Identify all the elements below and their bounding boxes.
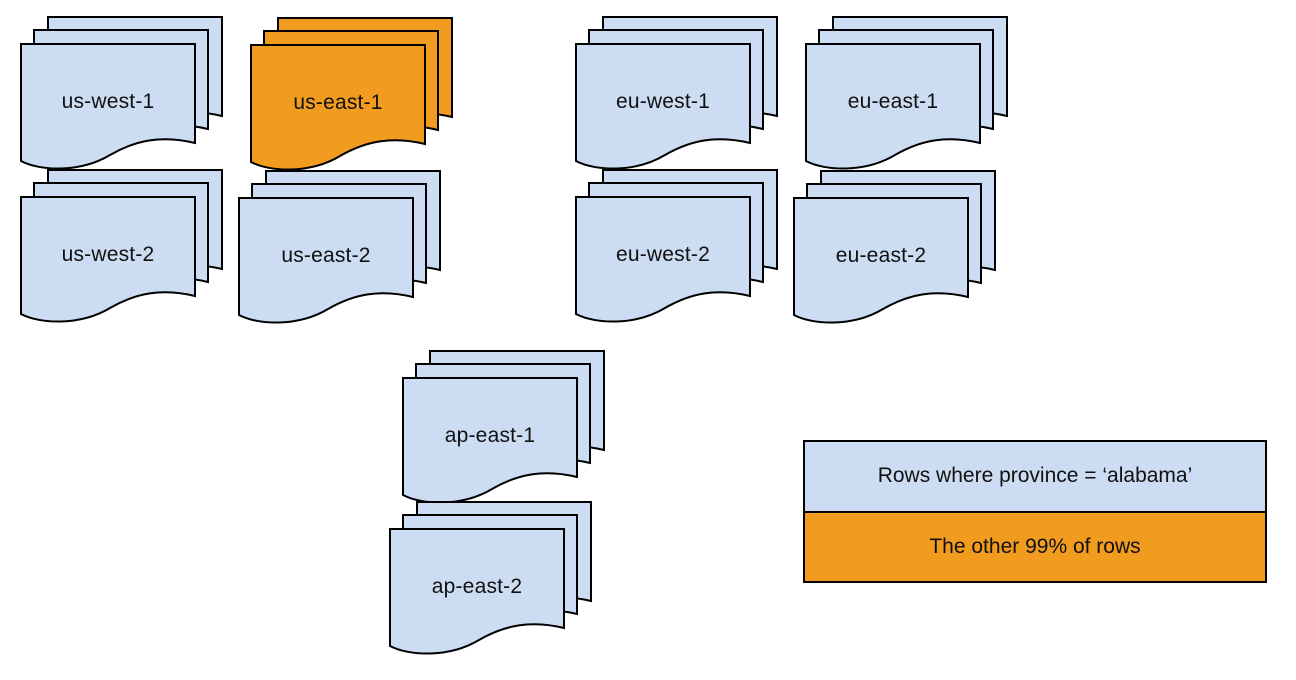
region-stack-eu-west-2: eu-west-2 <box>575 169 778 327</box>
region-stack-ap-east-2: ap-east-2 <box>389 501 592 659</box>
legend: Rows where province = ‘alabama’ The othe… <box>803 440 1267 583</box>
front-document-icon <box>575 43 751 170</box>
front-document-icon <box>238 197 414 324</box>
region-stack-us-east-2: us-east-2 <box>238 170 441 328</box>
front-document-icon <box>250 44 426 171</box>
region-stack-us-west-1: us-west-1 <box>20 16 223 174</box>
front-document-icon <box>20 43 196 170</box>
front-document-icon <box>389 528 565 655</box>
front-document-icon <box>793 197 969 324</box>
region-stack-eu-east-1: eu-east-1 <box>805 16 1008 174</box>
front-document-icon <box>20 196 196 323</box>
region-stack-eu-west-1: eu-west-1 <box>575 16 778 174</box>
legend-row-label: Rows where province = ‘alabama’ <box>877 464 1193 488</box>
front-document-icon <box>575 196 751 323</box>
legend-row-label: The other 99% of rows <box>929 534 1141 558</box>
legend-row: Rows where province = ‘alabama’ <box>805 442 1265 511</box>
front-document-icon <box>402 377 578 504</box>
region-stack-us-west-2: us-west-2 <box>20 169 223 327</box>
region-stack-eu-east-2: eu-east-2 <box>793 170 996 328</box>
front-document-icon <box>805 43 981 170</box>
region-stack-ap-east-1: ap-east-1 <box>402 350 605 508</box>
region-stack-us-east-1: us-east-1 <box>250 17 453 175</box>
legend-row: The other 99% of rows <box>805 510 1265 581</box>
